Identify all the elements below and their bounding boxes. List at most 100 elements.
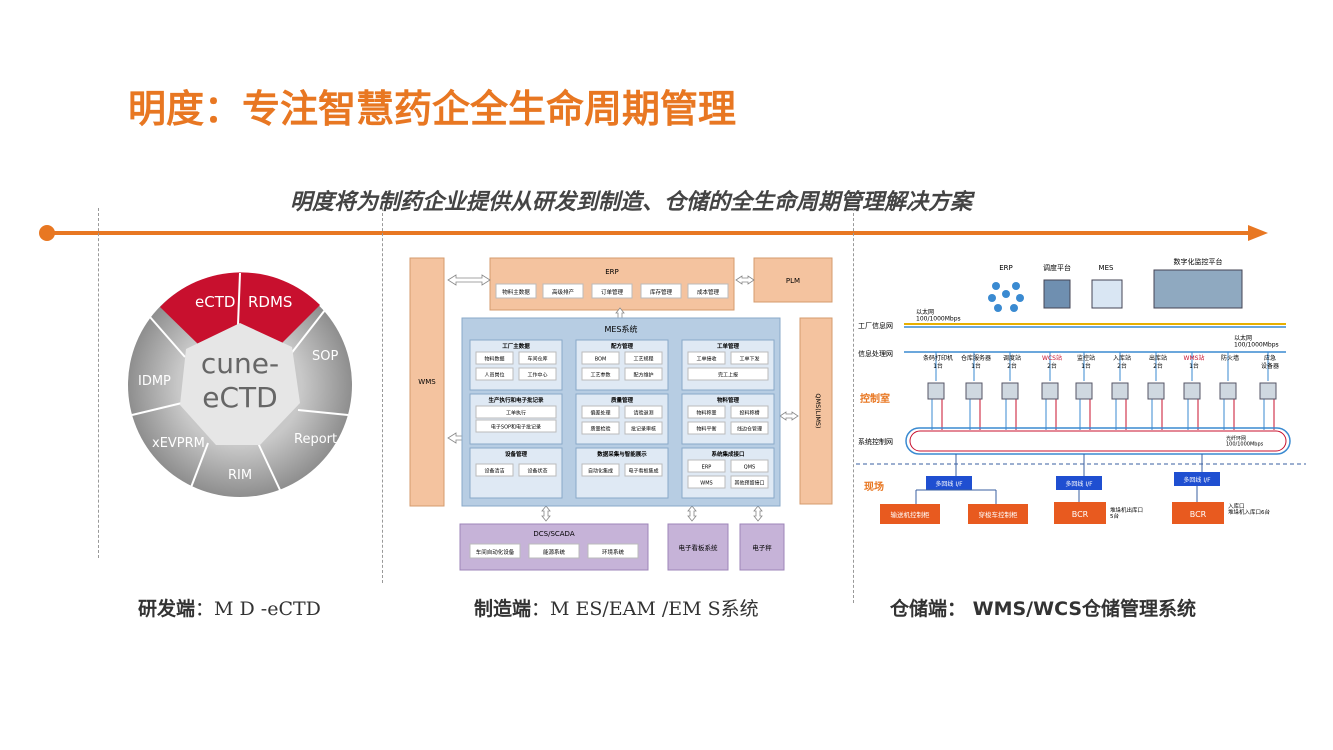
qms-label: QMS(LIMS) (814, 393, 822, 428)
station-icon (1259, 382, 1277, 400)
board-label: 电子看板系统 (679, 543, 719, 552)
conveyor-cabinet (880, 504, 940, 524)
divider-mid (382, 208, 383, 583)
info-net-label: 信息处理网 (858, 349, 893, 358)
mes-module-item: 物料数据 (484, 356, 504, 363)
shuttle-cabinet (968, 504, 1028, 524)
mes-module-title: 工单管理 (717, 342, 740, 350)
plm-block (753, 257, 833, 303)
station-label: 2台 (1047, 362, 1057, 370)
segment-xevprm: xEVPRM (152, 436, 205, 451)
station-label: 仓库服务器 (961, 354, 991, 362)
mes-module-item: 工艺参数 (590, 372, 610, 379)
divider-left (98, 208, 99, 558)
mes-module-item: 车间仓库 (527, 356, 547, 363)
station-icon (1075, 382, 1093, 400)
erp-cluster-icon (988, 282, 1024, 312)
mes-module-title: 生产执行和电子批记录 (488, 396, 544, 404)
center-line1: cune- (201, 347, 279, 380)
bcr-box-2 (1172, 502, 1224, 524)
monitor-wall-icon (1153, 269, 1243, 309)
mes-label: MES系统 (604, 324, 637, 334)
station-label: 监控站 (1077, 354, 1095, 362)
wms-block (409, 257, 445, 507)
erp-label: ERP (605, 268, 619, 276)
erp-item: 成本管理 (697, 288, 720, 296)
wheel-center (180, 323, 300, 445)
dcs-item: 能源系统 (543, 548, 566, 556)
mes-module-title: 设备管理 (505, 450, 528, 458)
top-icon-mes: MES (1099, 264, 1114, 272)
segment-rdms: RDMS (248, 293, 292, 311)
center-line2: eCTD (202, 381, 277, 414)
mes-module (681, 393, 775, 445)
mes-module-item: 自动化集成 (588, 468, 613, 475)
mes-module-item: WMS (700, 481, 712, 487)
mes-module-item: 设备清洁 (484, 468, 504, 475)
station-icon (1219, 382, 1237, 400)
segment-sop: SOP (312, 349, 338, 364)
station-label: 1台 (1189, 362, 1199, 370)
mes-module (681, 447, 775, 499)
wms-label: WMS (418, 378, 436, 386)
station-label: 2台 (1153, 362, 1163, 370)
segment-ectd: eCTD (195, 293, 235, 311)
caption-wh: 仓储端： WMS/WCS仓储管理系统 (890, 594, 1196, 621)
mes-module-title: 质量管理 (611, 396, 634, 404)
dcs-item: 车间自动化设备 (476, 548, 515, 556)
qms-block (799, 317, 833, 505)
mes-module-item: 偏差处理 (590, 410, 610, 417)
multi-if-2 (1056, 476, 1102, 490)
ctrl-net-label: 系统控制网 (858, 437, 893, 446)
dcs-label: DCS/SCADA (533, 530, 574, 538)
top-icon-dispatch: 调度平台 (1043, 263, 1071, 272)
mes-module-item: 物料平衡 (696, 426, 716, 433)
box-label: 输送机控制柜 (891, 510, 931, 519)
erp-item: 高级排产 (552, 288, 575, 296)
mes-module-item: 工单下发 (739, 356, 759, 363)
station-label: 1台 (971, 362, 981, 370)
site-label: 现场 (864, 480, 884, 493)
mes-module (575, 393, 669, 445)
station-icon (1001, 382, 1019, 400)
mes-module-item: 投料称槽 (739, 410, 759, 417)
box-label: BCR (1190, 510, 1207, 519)
mes-module-item: 人员岗位 (484, 372, 504, 379)
multi-if-1 (926, 476, 972, 490)
station-label: 2台 (1117, 362, 1127, 370)
page-subtitle: 明度将为制药企业提供从研发到制造、仓储的全生命周期管理解决方案 (289, 190, 972, 215)
top-icon-erp: ERP (999, 264, 1013, 272)
mes-module (469, 339, 563, 391)
station-label: 出库站 (1149, 354, 1167, 362)
mes-module (469, 393, 563, 445)
station-label: 1台 (933, 362, 943, 370)
segment-rim: RIM (228, 468, 252, 483)
ctrl-ring (905, 427, 1291, 455)
segment-idmp: IDMP (138, 374, 171, 389)
mes-module (575, 339, 669, 391)
factory-net-label: 工厂信息网 (858, 321, 893, 330)
caption-mfg: 制造端：M ES/EAM /EM S系统 (474, 594, 759, 621)
caption-rd-value: ：M D -eCTD (195, 598, 321, 620)
scale-label: 电子秤 (752, 543, 772, 552)
station-icon (927, 382, 945, 400)
mes-module-item: 线边仓管理 (737, 426, 762, 433)
mes-module-item: QMS (744, 465, 755, 471)
mes-module-title: 配方管理 (611, 342, 634, 350)
mes-module-item: 工艺规程 (633, 356, 653, 363)
mes-module-item: 工作中心 (527, 372, 547, 379)
segment-report: Report (294, 432, 337, 447)
caption-wh-label: 仓储端 (890, 598, 948, 620)
mes-module-title: 工厂主数据 (502, 342, 530, 350)
mes-module-title: 物料管理 (717, 396, 740, 404)
mes-module-item: 配方维护 (633, 372, 653, 379)
multi-if-label: 多回线 I/F (1183, 476, 1211, 484)
erp-items: 物料主数据 高级排产 订单管理 库存管理 成本管理 (495, 283, 729, 299)
caption-mfg-value: ：M ES/EAM /EM S系统 (531, 598, 759, 620)
ectd-wheel: cune- eCTD eCTD RDMS SOP Report RIM xEVP… (128, 272, 352, 497)
